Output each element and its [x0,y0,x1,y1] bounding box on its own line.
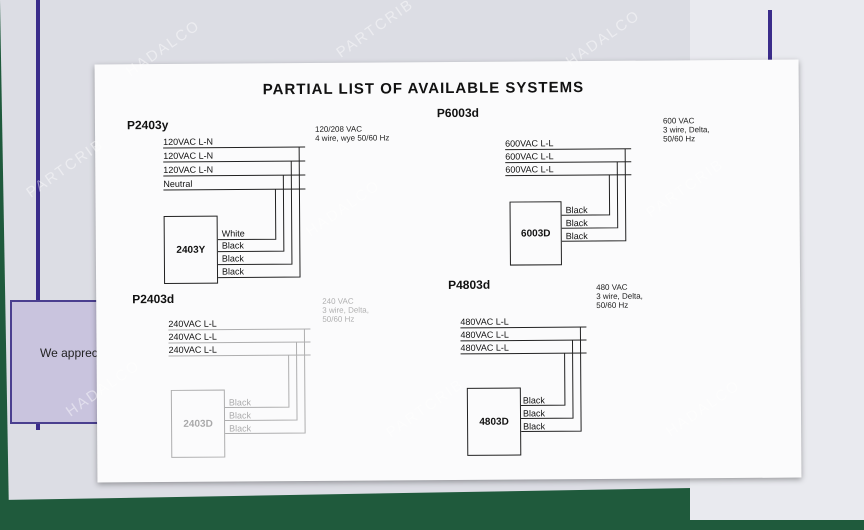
p2403y-box: 2403Y [163,215,219,284]
p2403d-box: 2403D [170,389,226,458]
p2403d-line-label-1: 240VAC L-L [168,318,217,329]
p4803d-line-1 [460,326,587,329]
p6003d-wire-label-2: Black [565,218,588,229]
p2403y-line-4 [163,188,306,191]
p2403d-wire-label-1: Black [228,397,251,408]
p2403d-line-1 [168,328,311,331]
p2403y-name: P2403y [126,117,169,133]
p6003d-line-2 [505,161,632,164]
p2403y-wire-2 [217,161,293,266]
p4803d-line-label-2: 480VAC L-L [460,329,509,340]
systems-card: PARTIAL LIST OF AVAILABLE SYSTEMS P2403y… [94,59,802,483]
p2403d-name: P2403d [132,291,175,307]
p6003d-line-label-2: 600VAC L-L [505,151,554,162]
p6003d-line-1 [505,148,632,151]
p4803d-wire-2 [521,340,574,419]
p2403d-wire-label-3: Black [229,423,252,434]
p4803d-wire-label-2: Black [522,408,546,419]
p4803d-spec: 480 VAC 3 wire, Delta, 50/60 Hz [596,282,643,310]
p6003d-line-label-3: 600VAC L-L [505,164,554,175]
p6003d-wire-label-3: Black [565,231,588,242]
p2403d-wire-2 [225,342,298,422]
p2403d-wire-3 [224,355,290,409]
p2403d-line-label-3: 240VAC L-L [168,344,217,355]
p2403y-line-3 [163,174,306,177]
p2403d-spec: 240 VAC 3 wire, Delta, 50/60 Hz [322,296,369,324]
p4803d-line-3 [460,352,587,355]
p2403d-line-label-2: 240VAC L-L [168,331,217,342]
p4803d-wire-3 [520,353,566,406]
p6003d-wire-label-1: Black [565,205,588,216]
p6003d-wire-2 [561,161,619,229]
p2403d-wire-label-2: Black [228,410,252,421]
p2403d-line-2 [168,341,311,344]
p2403y-line-label-1: 120VAC L-N [163,136,213,147]
p6003d-wire-1 [561,148,627,242]
p4803d-line-label-1: 480VAC L-L [460,316,509,327]
p2403y-line-label-4: Neutral [163,178,193,189]
p2403y-wire-label-4: Black [221,266,245,277]
p2403y-wire-4 [217,189,277,241]
p4803d-wire-label-1: Black [522,395,545,406]
p4803d-wire-1 [521,327,582,432]
p6003d-wire-3 [561,174,611,216]
wiring-diagrams [163,146,632,435]
p2403d-wire-1 [225,329,306,435]
p6003d-spec: 600 VAC 3 wire, Delta, 50/60 Hz [662,116,710,144]
p6003d-line-label-1: 600VAC L-L [505,138,554,149]
p4803d-line-label-3: 480VAC L-L [460,342,509,353]
p2403y-line-label-2: 120VAC L-N [163,150,214,161]
card-title: PARTIAL LIST OF AVAILABLE SYSTEMS [262,79,585,99]
p4803d-box: 4803D [466,387,522,456]
p6003d-line-3 [505,174,632,177]
p6003d-box: 6003D [509,201,562,266]
p6003d-name: P6003d [436,105,479,121]
p2403y-wire-3 [217,175,285,253]
p2403y-wire-label-1: White [221,228,245,239]
background-note-text: We appreci [40,346,101,360]
p2403y-spec: 120/208 VAC 4 wire, wye 50/60 Hz [314,124,390,143]
p2403y-line-2 [163,160,306,163]
p4803d-name: P4803d [448,277,491,292]
p2403y-wire-1 [218,147,301,279]
p2403y-wire-label-3: Black [221,253,244,264]
p4803d-wire-label-3: Black [523,421,546,432]
p2403d-line-3 [168,354,311,357]
p4803d-line-2 [460,339,587,342]
background-border-left [36,0,40,430]
p2403y-wire-label-2: Black [221,240,244,251]
p2403y-line-1 [163,146,306,149]
p2403y-line-label-3: 120VAC L-N [163,164,214,175]
